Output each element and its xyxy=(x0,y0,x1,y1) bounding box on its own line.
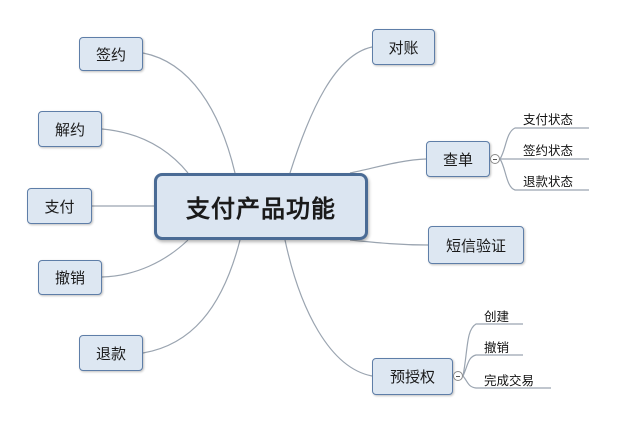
connector-refund xyxy=(142,239,241,354)
node-revoke-label: 撤销 xyxy=(54,269,85,287)
node-refund[interactable]: 退款 xyxy=(79,335,143,371)
node-sms[interactable]: 短信验证 xyxy=(428,226,524,264)
subitem-sign-status[interactable]: 签约状态 xyxy=(523,143,574,158)
subitem-refund-status[interactable]: 退款状态 xyxy=(523,174,574,189)
subline-cancel xyxy=(462,354,523,377)
node-preauth-label: 预授权 xyxy=(389,368,435,386)
subitem-pay-status[interactable]: 支付状态 xyxy=(523,112,574,127)
node-unsign[interactable]: 解约 xyxy=(38,111,102,147)
node-refund-label: 退款 xyxy=(95,344,126,363)
node-preauth[interactable]: 预授权 xyxy=(372,358,453,395)
preauth-collapse-toggle[interactable] xyxy=(453,371,463,381)
connector-sms xyxy=(349,239,429,246)
subline-create xyxy=(462,323,523,377)
node-unsign-label: 解约 xyxy=(54,120,85,139)
node-sign[interactable]: 签约 xyxy=(79,37,143,71)
node-query[interactable]: 查单 xyxy=(426,141,490,177)
subline-refund-status xyxy=(499,158,589,191)
connector-reconcile xyxy=(289,46,373,174)
node-reconcile[interactable]: 对账 xyxy=(372,29,435,65)
subitem-cancel[interactable]: 撤销 xyxy=(484,340,510,355)
connector-unsign xyxy=(101,128,189,174)
node-revoke[interactable]: 撤销 xyxy=(38,260,102,295)
connector-query xyxy=(349,158,427,174)
central-topic-label: 支付产品功能 xyxy=(186,195,336,223)
query-collapse-toggle[interactable] xyxy=(490,154,500,164)
central-topic[interactable]: 支付产品功能 xyxy=(154,173,368,240)
node-reconcile-label: 对账 xyxy=(388,38,419,57)
subitem-complete-transaction[interactable]: 完成交易 xyxy=(484,373,535,388)
subline-complete xyxy=(462,375,551,389)
node-sms-label: 短信验证 xyxy=(445,236,506,255)
connector-revoke xyxy=(101,239,189,278)
node-sign-label: 签约 xyxy=(95,45,126,64)
connector-preauth xyxy=(284,239,373,377)
node-pay[interactable]: 支付 xyxy=(27,188,92,224)
subitem-create[interactable]: 创建 xyxy=(484,309,510,324)
connector-sign xyxy=(142,52,236,174)
node-query-label: 查单 xyxy=(442,150,473,169)
subline-pay-status xyxy=(499,127,589,160)
node-pay-label: 支付 xyxy=(44,197,75,216)
